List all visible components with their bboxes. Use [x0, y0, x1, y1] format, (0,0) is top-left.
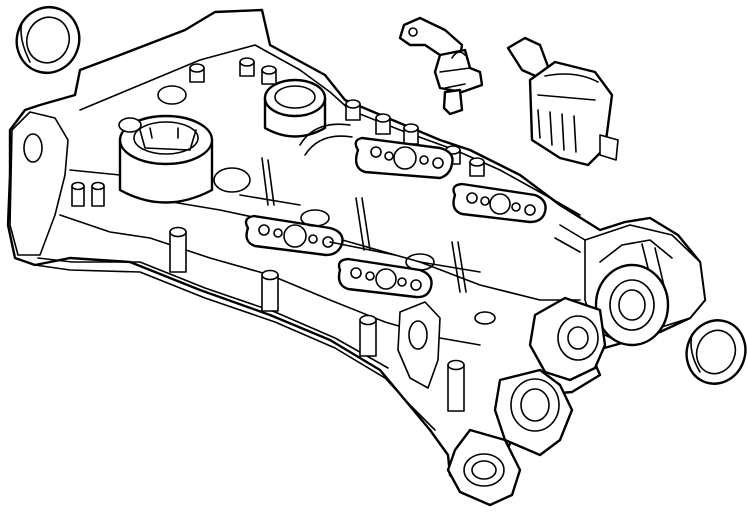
- mid-boss: [213, 167, 251, 193]
- deck-ring: [405, 253, 435, 271]
- flange-line-1: [34, 264, 436, 431]
- top-port: [263, 78, 327, 138]
- seal-ring-right: [685, 319, 747, 385]
- cam-housing: [554, 224, 706, 347]
- deck-ring: [474, 311, 496, 325]
- gasket-plate-1: [354, 136, 454, 180]
- mount-hole: [23, 133, 43, 163]
- studs: [71, 57, 485, 412]
- gasket-plate-2: [452, 182, 547, 224]
- valve-cover-assembly: [6, 8, 707, 507]
- flange-line-2: [37, 257, 389, 369]
- outlet-housing: [446, 296, 607, 507]
- filler-neck: [118, 114, 214, 204]
- small-port-ring: [157, 85, 187, 105]
- gasket-plate-4: [337, 257, 433, 299]
- front-bracket: [397, 301, 441, 389]
- seal-ring-left: [15, 6, 81, 74]
- actuator: [506, 36, 619, 167]
- hose-channel: [299, 123, 353, 156]
- spine-ridge: [79, 44, 581, 216]
- small-boss: [118, 117, 142, 133]
- spring-pins: [239, 157, 481, 293]
- sensor-bracket: [398, 16, 484, 116]
- deck-ring: [300, 209, 330, 227]
